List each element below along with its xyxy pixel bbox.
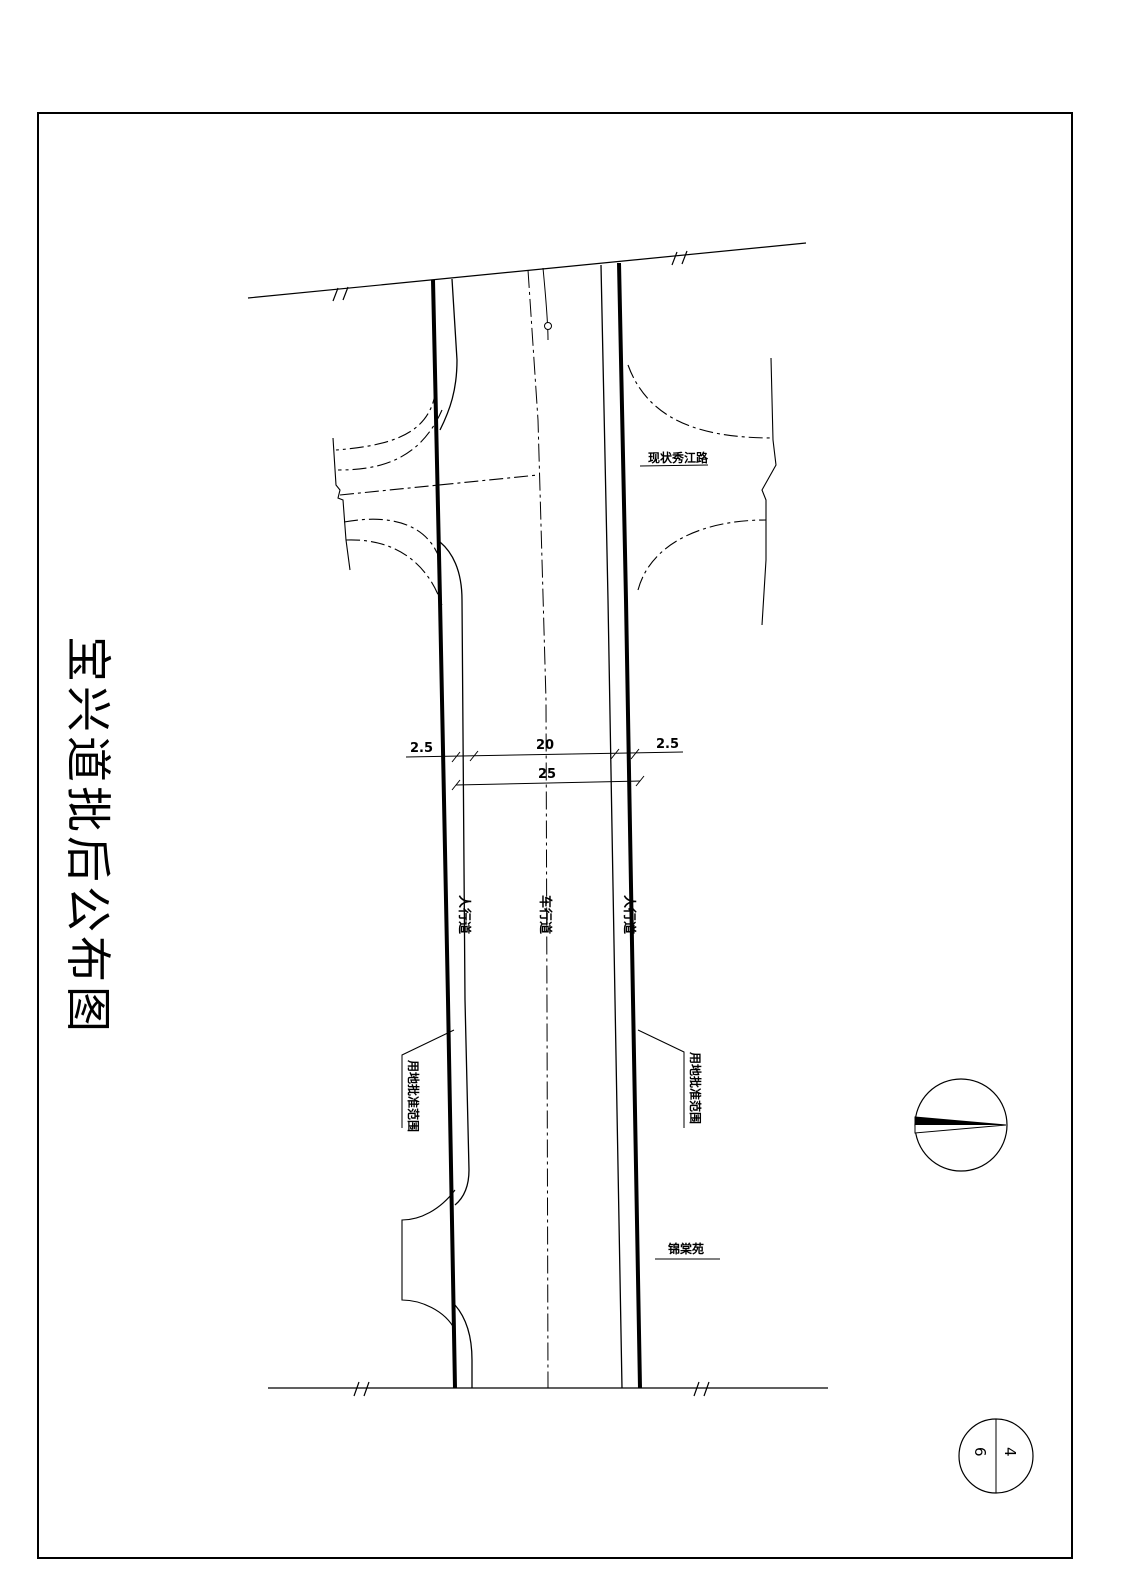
left-boundary-widening [401, 1189, 456, 1331]
dim-right-sidewalk: 2.5 [656, 737, 679, 752]
survey-point-icon [544, 322, 552, 330]
drawing-title: 宝 兴 道 批 后 公 布 图 [61, 636, 115, 1032]
land-boundary-right-label: 用地批准范围 [688, 1051, 703, 1124]
left-curb-line [439, 278, 473, 1388]
sheet-total: 6 [971, 1447, 989, 1457]
title-char: 图 [61, 986, 115, 1032]
dim-carriageway: 20 [536, 738, 554, 753]
right-curb-line [600, 264, 623, 1389]
title-char: 宝 [61, 636, 115, 682]
title-char: 后 [61, 836, 115, 882]
cross-section-dimensions [405, 748, 684, 791]
sheet-number-badge [958, 1418, 1034, 1494]
road-centerline [527, 269, 549, 1389]
land-boundary-left-label: 用地批准范围 [406, 1059, 421, 1132]
title-char: 公 [61, 886, 115, 932]
dim-total: 25 [538, 767, 556, 782]
title-char: 布 [61, 936, 115, 982]
sidewalk-left-label: 人行道 [456, 895, 472, 934]
north-arrow-icon [914, 1078, 1008, 1172]
carriageway-label: 车行道 [537, 895, 553, 934]
existing-road-label: 现状秀江路 [648, 450, 709, 465]
title-char: 道 [61, 736, 115, 782]
left-road-red-line [431, 279, 457, 1389]
drawing-frame [37, 112, 1073, 1559]
right-intersection [627, 357, 777, 626]
existing-road-leader [639, 464, 709, 467]
title-char: 兴 [61, 686, 115, 732]
dim-left-sidewalk: 2.5 [410, 741, 433, 756]
right-road-red-line [617, 262, 642, 1389]
title-char: 批 [61, 786, 115, 832]
left-intersection [332, 389, 539, 606]
road-centerline-2 [542, 267, 549, 341]
sheet-number: 4 [1001, 1447, 1019, 1457]
community-label: 锦棠苑 [668, 1241, 704, 1256]
land-boundary-leaders [401, 1029, 685, 1128]
sidewalk-right-label: 人行道 [621, 895, 637, 934]
